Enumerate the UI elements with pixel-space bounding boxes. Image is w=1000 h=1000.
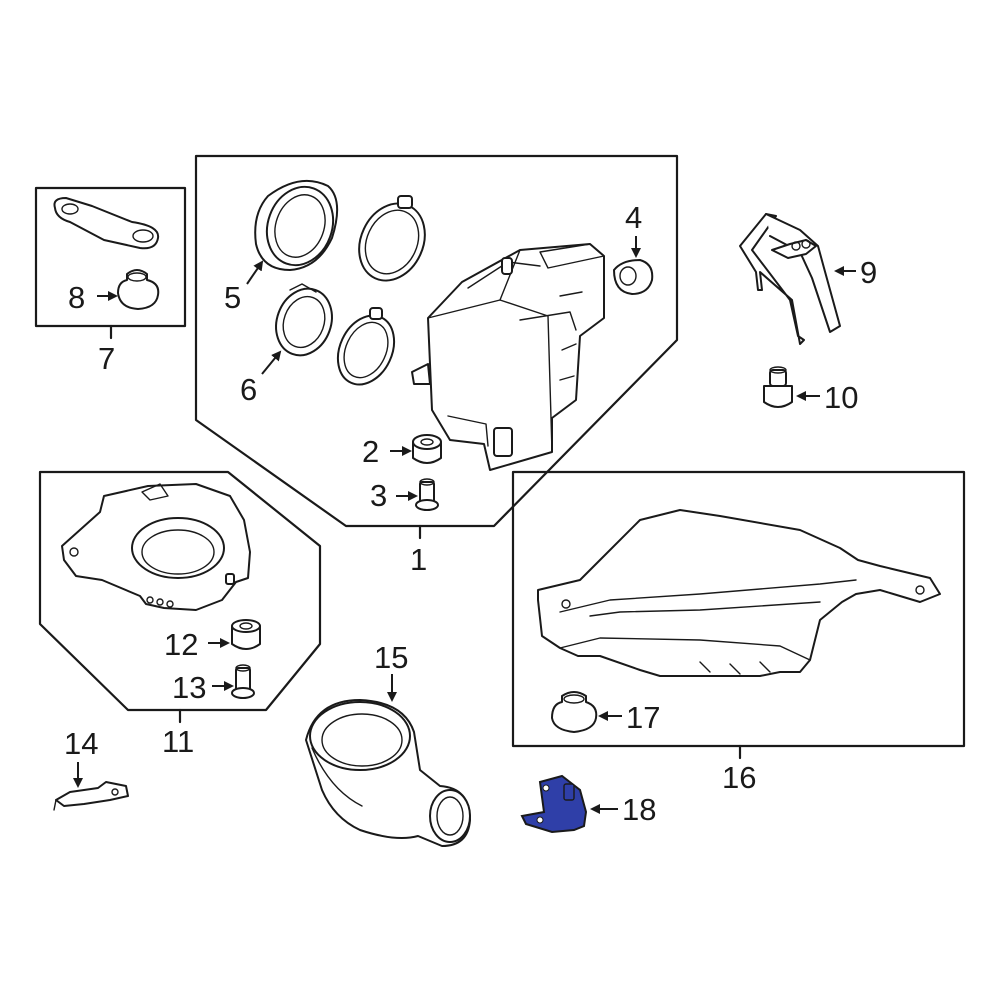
part-1-air-cleaner-body[interactable] — [411, 243, 605, 471]
part-18-bracket[interactable] — [520, 774, 588, 834]
group-1-frame — [194, 154, 679, 540]
group-7-frame — [34, 186, 187, 340]
part-12-bushing[interactable] — [231, 619, 261, 650]
part-band-clamp-lower[interactable] — [327, 306, 405, 393]
part-17-grommet[interactable] — [551, 691, 598, 733]
part-9-bracket[interactable] — [739, 213, 841, 345]
part-13-collar[interactable] — [231, 664, 255, 699]
callout-12: 12 — [164, 627, 198, 662]
callout-4: 4 — [625, 200, 642, 235]
part-7-bracket[interactable] — [53, 197, 160, 250]
part-16-air-cleaner-cover[interactable] — [537, 509, 941, 677]
part-5-seal-ring[interactable] — [254, 177, 344, 274]
callout-13: 13 — [172, 670, 206, 705]
part-band-clamp-upper[interactable] — [347, 193, 437, 292]
part-3-collar[interactable] — [415, 478, 439, 511]
part-4-grommet[interactable] — [613, 259, 654, 295]
callout-16: 16 — [722, 760, 756, 795]
callout-9: 9 — [860, 255, 877, 290]
callout-8: 8 — [68, 280, 85, 315]
group-16-frame — [511, 470, 966, 760]
part-14-clip[interactable] — [53, 781, 129, 811]
part-15-intake-duct[interactable] — [305, 699, 471, 847]
leader-5 — [246, 260, 264, 285]
callout-3: 3 — [370, 478, 387, 513]
callout-7: 7 — [98, 341, 115, 376]
callout-1: 1 — [410, 542, 427, 577]
part-2-bushing[interactable] — [412, 434, 442, 464]
callout-18: 18 — [622, 792, 656, 827]
callout-17: 17 — [626, 700, 660, 735]
part-6-seal-ring[interactable] — [267, 281, 341, 363]
callout-15: 15 — [374, 640, 408, 675]
callout-5: 5 — [224, 280, 241, 315]
callout-6: 6 — [240, 372, 257, 407]
part-10-grommet[interactable] — [763, 366, 793, 408]
callout-2: 2 — [362, 434, 379, 469]
callout-10: 10 — [824, 380, 858, 415]
callout-11: 11 — [162, 724, 194, 759]
leader-6 — [261, 350, 282, 375]
part-11-resonator[interactable] — [61, 483, 251, 611]
group-11-frame — [38, 470, 322, 724]
part-8-grommet[interactable] — [117, 269, 160, 310]
callout-14: 14 — [64, 726, 98, 761]
